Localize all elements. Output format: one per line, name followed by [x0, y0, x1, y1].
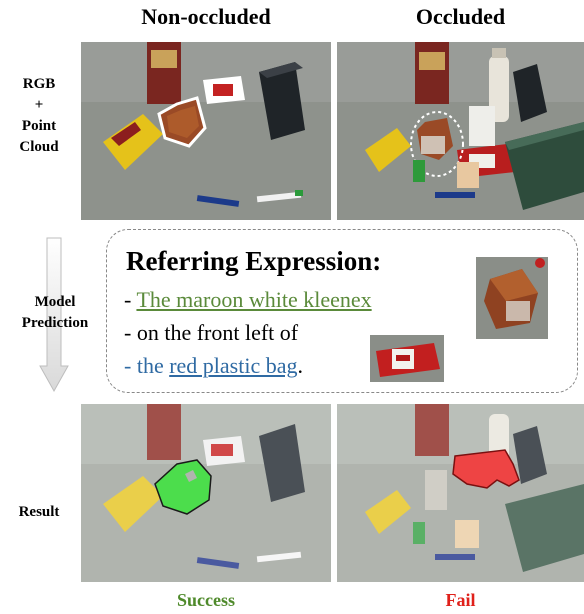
row-label-input-line2: +: [34, 97, 44, 113]
row-label-input-line3: Point: [21, 118, 57, 134]
column-title-non-occluded: Non-occluded: [141, 4, 271, 29]
row-label-input-line1: RGB: [22, 76, 56, 92]
expression-line-relation: - on the front left of: [124, 320, 299, 345]
result-occluded-fail: [337, 404, 584, 582]
row-label-input-line4: Cloud: [19, 139, 59, 155]
row-label-prediction-line2: Prediction: [21, 315, 89, 331]
outcome-success-label: Success: [177, 590, 235, 610]
expression-anchor-prefix: - the: [124, 353, 170, 378]
row-label-result: Result: [18, 504, 60, 520]
column-title-occluded: Occluded: [415, 4, 506, 29]
referring-expression-title: Referring Expression:: [126, 246, 382, 276]
expression-line-target: - The maroon white kleenex: [124, 287, 372, 313]
expression-anchor-phrase: red plastic bag: [169, 353, 298, 378]
expression-dash: -: [124, 287, 137, 312]
anchor-object-thumbnail: [370, 335, 444, 382]
referring-expression-panel: [106, 229, 578, 393]
result-non-occluded-success: [81, 404, 331, 582]
expression-period: .: [297, 353, 304, 378]
down-arrow-icon: [39, 237, 69, 393]
row-label-input: RGB + Point Cloud: [0, 74, 78, 158]
target-object-thumbnail: [476, 257, 548, 339]
expression-line-anchor: - the red plastic bag.: [124, 353, 303, 379]
scene-occluded-input: [337, 42, 584, 220]
row-label-prediction-line1: Model: [34, 294, 76, 310]
scene-non-occluded-input: [81, 42, 331, 220]
row-label-prediction: Model Prediction: [0, 292, 110, 334]
expression-target-phrase: The maroon white kleenex: [136, 287, 372, 312]
outcome-fail-label: Fail: [445, 590, 476, 610]
